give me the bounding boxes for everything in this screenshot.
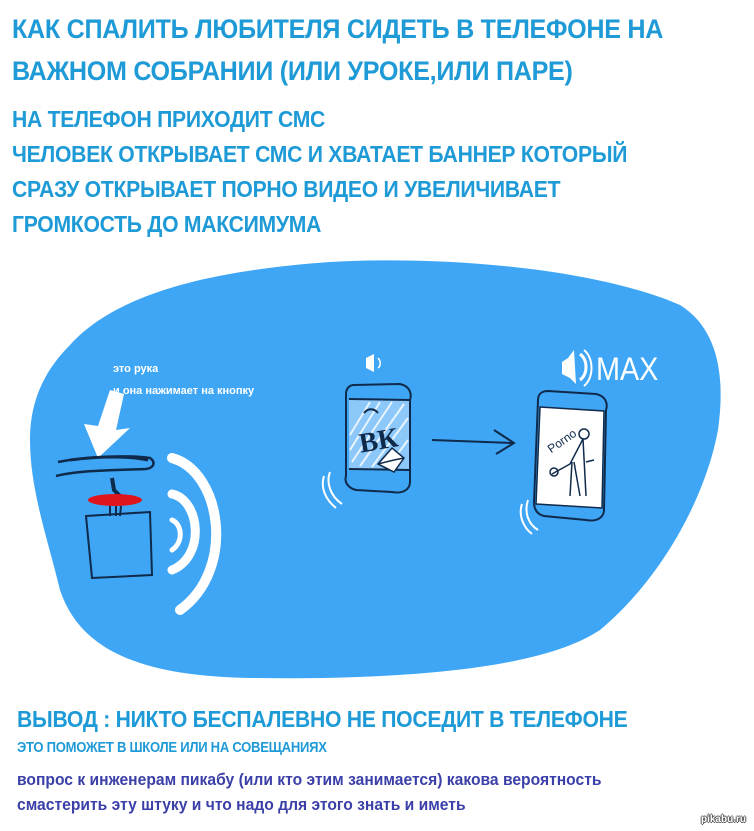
hand-arrow-icon bbox=[84, 390, 130, 458]
hand-caption-line-1: это рука bbox=[113, 363, 159, 375]
phone-signal-icon bbox=[363, 408, 379, 414]
conclusion: ВЫВОД : НИКТО БЕСПАЛЕВНО НЕ ПОСЕДИТ В ТЕ… bbox=[17, 706, 628, 732]
vibration-icon bbox=[519, 499, 539, 535]
red-button bbox=[88, 494, 142, 506]
vibration-icon bbox=[321, 471, 343, 509]
arrow-right-icon bbox=[431, 429, 516, 455]
sound-waves-icon bbox=[167, 453, 222, 615]
page-title-line-2: ВАЖНОМ СОБРАНИИ (ИЛИ УРОКЕ,ИЛИ ПАРЕ) bbox=[12, 56, 573, 86]
description-line: НА ТЕЛЕФОН ПРИХОДИТ СМС bbox=[12, 106, 326, 132]
illustration-drawing: ВК Porno bbox=[30, 260, 721, 679]
button-box bbox=[84, 510, 154, 580]
phone-2: Porno bbox=[532, 389, 608, 522]
description-line: СРАЗУ ОТКРЫВАЕТ ПОРНО ВИДЕО И УВЕЛИЧИВАЕ… bbox=[12, 176, 561, 202]
description-line: ГРОМКОСТЬ ДО МАКСИМУМА bbox=[12, 211, 322, 237]
stick-figures bbox=[549, 428, 595, 497]
hand-caption-line-2: и она нажимает на кнопку bbox=[113, 385, 255, 397]
page-title-line-1: КАК СПАЛИТЬ ЛЮБИТЕЛЯ СИДЕТЬ В ТЕЛЕФОНЕ Н… bbox=[12, 14, 664, 44]
question-line-2: смастерить эту штуку и что надо для этог… bbox=[17, 795, 466, 814]
max-label: MAX bbox=[596, 352, 658, 388]
phone-1: ВК bbox=[344, 382, 412, 494]
watermark: pikabu.ru bbox=[700, 814, 746, 825]
question-line-1: вопрос к инженерам пикабу (или кто этим … bbox=[17, 770, 602, 789]
illustration: ВК Porno bbox=[0, 250, 754, 680]
speaker-max-icon bbox=[562, 349, 593, 387]
description-line: ЧЕЛОВЕК ОТКРЫВАЕТ СМС И ХВАТАЕТ БАННЕР К… bbox=[12, 141, 628, 167]
subconclusion: ЭТО ПОМОЖЕТ В ШКОЛЕ ИЛИ НА СОВЕЩАНИЯХ bbox=[17, 740, 327, 756]
speaker-icon bbox=[366, 354, 374, 372]
envelope-icon bbox=[376, 446, 406, 473]
